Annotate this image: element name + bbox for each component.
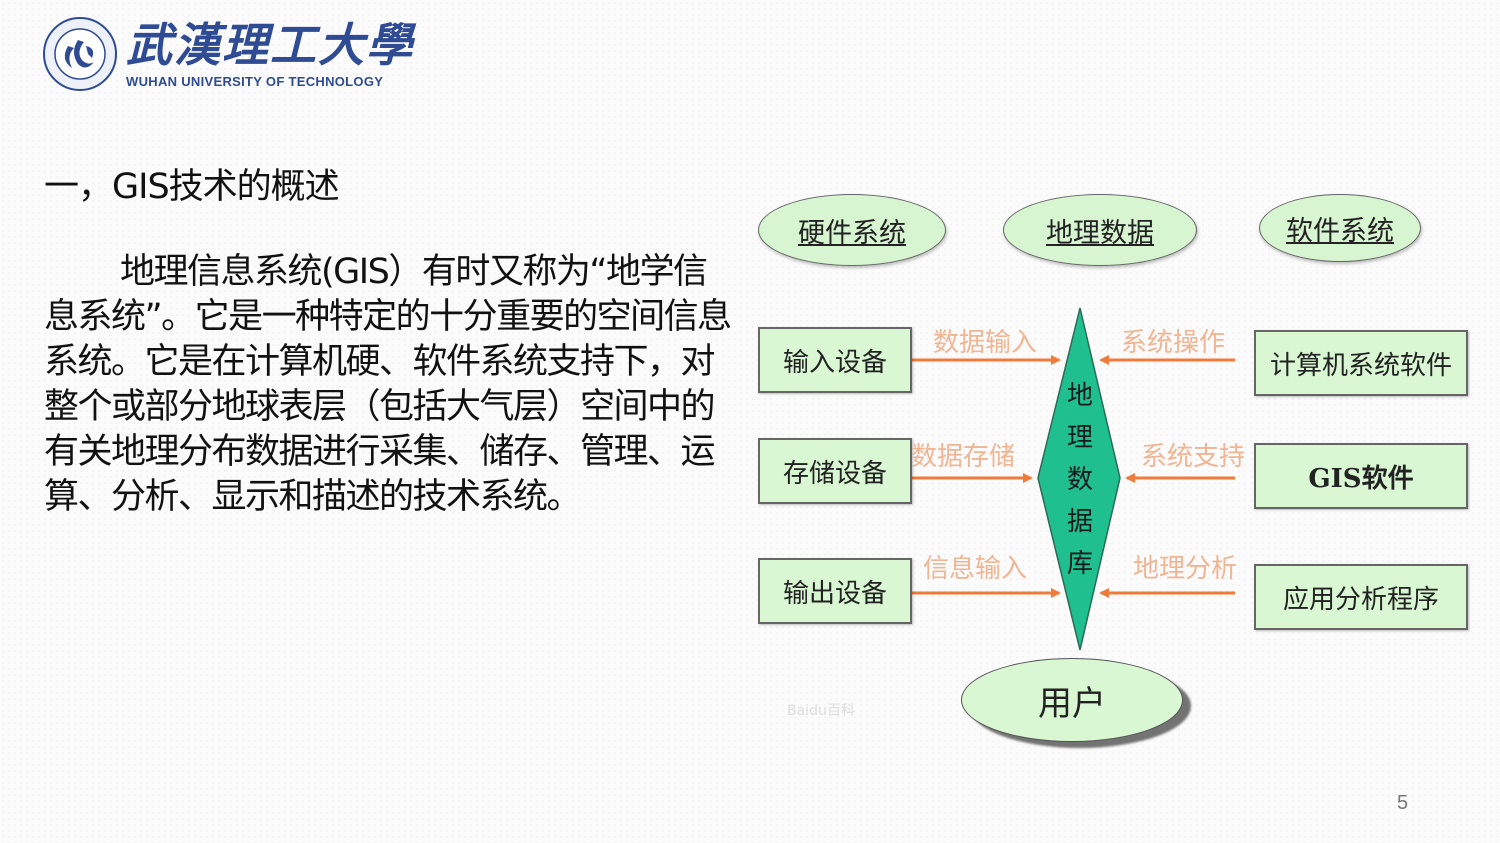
baidu-watermark: Baidu百科 <box>787 703 855 719</box>
oval-user: 用户 <box>961 658 1183 742</box>
gis-components-diagram: 硬件系统 地理数据 软件系统 输入设备 存储设备 输出设备 数据输入 数据存储 … <box>755 180 1475 750</box>
paragraph-text: 地理信息系统(GIS）有时又称为“地学信息系统”。它是一种特定的十分重要的空间信… <box>44 252 732 517</box>
gis-definition-paragraph: 地理信息系统(GIS）有时又称为“地学信息系统”。它是一种特定的十分重要的空间信… <box>44 250 734 520</box>
box-storage-device: 存储设备 <box>758 438 912 504</box>
oval-geographic-data: 地理数据 <box>1003 194 1197 266</box>
char: 据 <box>1066 507 1093 537</box>
university-emblem-icon <box>43 17 117 91</box>
char: 理 <box>1066 423 1093 453</box>
box-input-device: 输入设备 <box>758 327 912 393</box>
section-heading: 一，GIS技术的概述 <box>44 167 340 207</box>
box-application-analysis-program: 应用分析程序 <box>1254 564 1468 630</box>
char: 库 <box>1066 549 1093 579</box>
label-system-operation: 系统操作 <box>1121 328 1226 358</box>
label-system-support: 系统支持 <box>1141 442 1246 472</box>
oval-software-system: 软件系统 <box>1259 194 1421 262</box>
university-name-cn: 武漢理工大學 <box>126 18 414 72</box>
diagram-connectors <box>911 307 1235 651</box>
box-computer-system-software: 计算机系统软件 <box>1254 330 1468 396</box>
university-name-en: WUHAN UNIVERSITY OF TECHNOLOGY <box>126 74 384 89</box>
box-output-device: 输出设备 <box>758 558 912 624</box>
char: 地 <box>1066 381 1093 411</box>
label-info-input: 信息输入 <box>923 554 1028 584</box>
box-gis-software: GIS软件 <box>1254 443 1468 509</box>
label-geo-analysis: 地理分析 <box>1133 554 1238 584</box>
label-data-input: 数据输入 <box>933 328 1038 358</box>
char: 数 <box>1066 465 1093 495</box>
page-number: 5 <box>1397 792 1409 814</box>
geo-database-diamond <box>1037 307 1121 651</box>
label-data-storage: 数据存储 <box>911 442 1016 472</box>
oval-hardware-system: 硬件系统 <box>758 194 946 266</box>
geo-database-label: 地 理 数 据 库 <box>1058 375 1102 585</box>
university-logo: 武漢理工大學 WUHAN UNIVERSITY OF TECHNOLOGY <box>40 14 412 94</box>
